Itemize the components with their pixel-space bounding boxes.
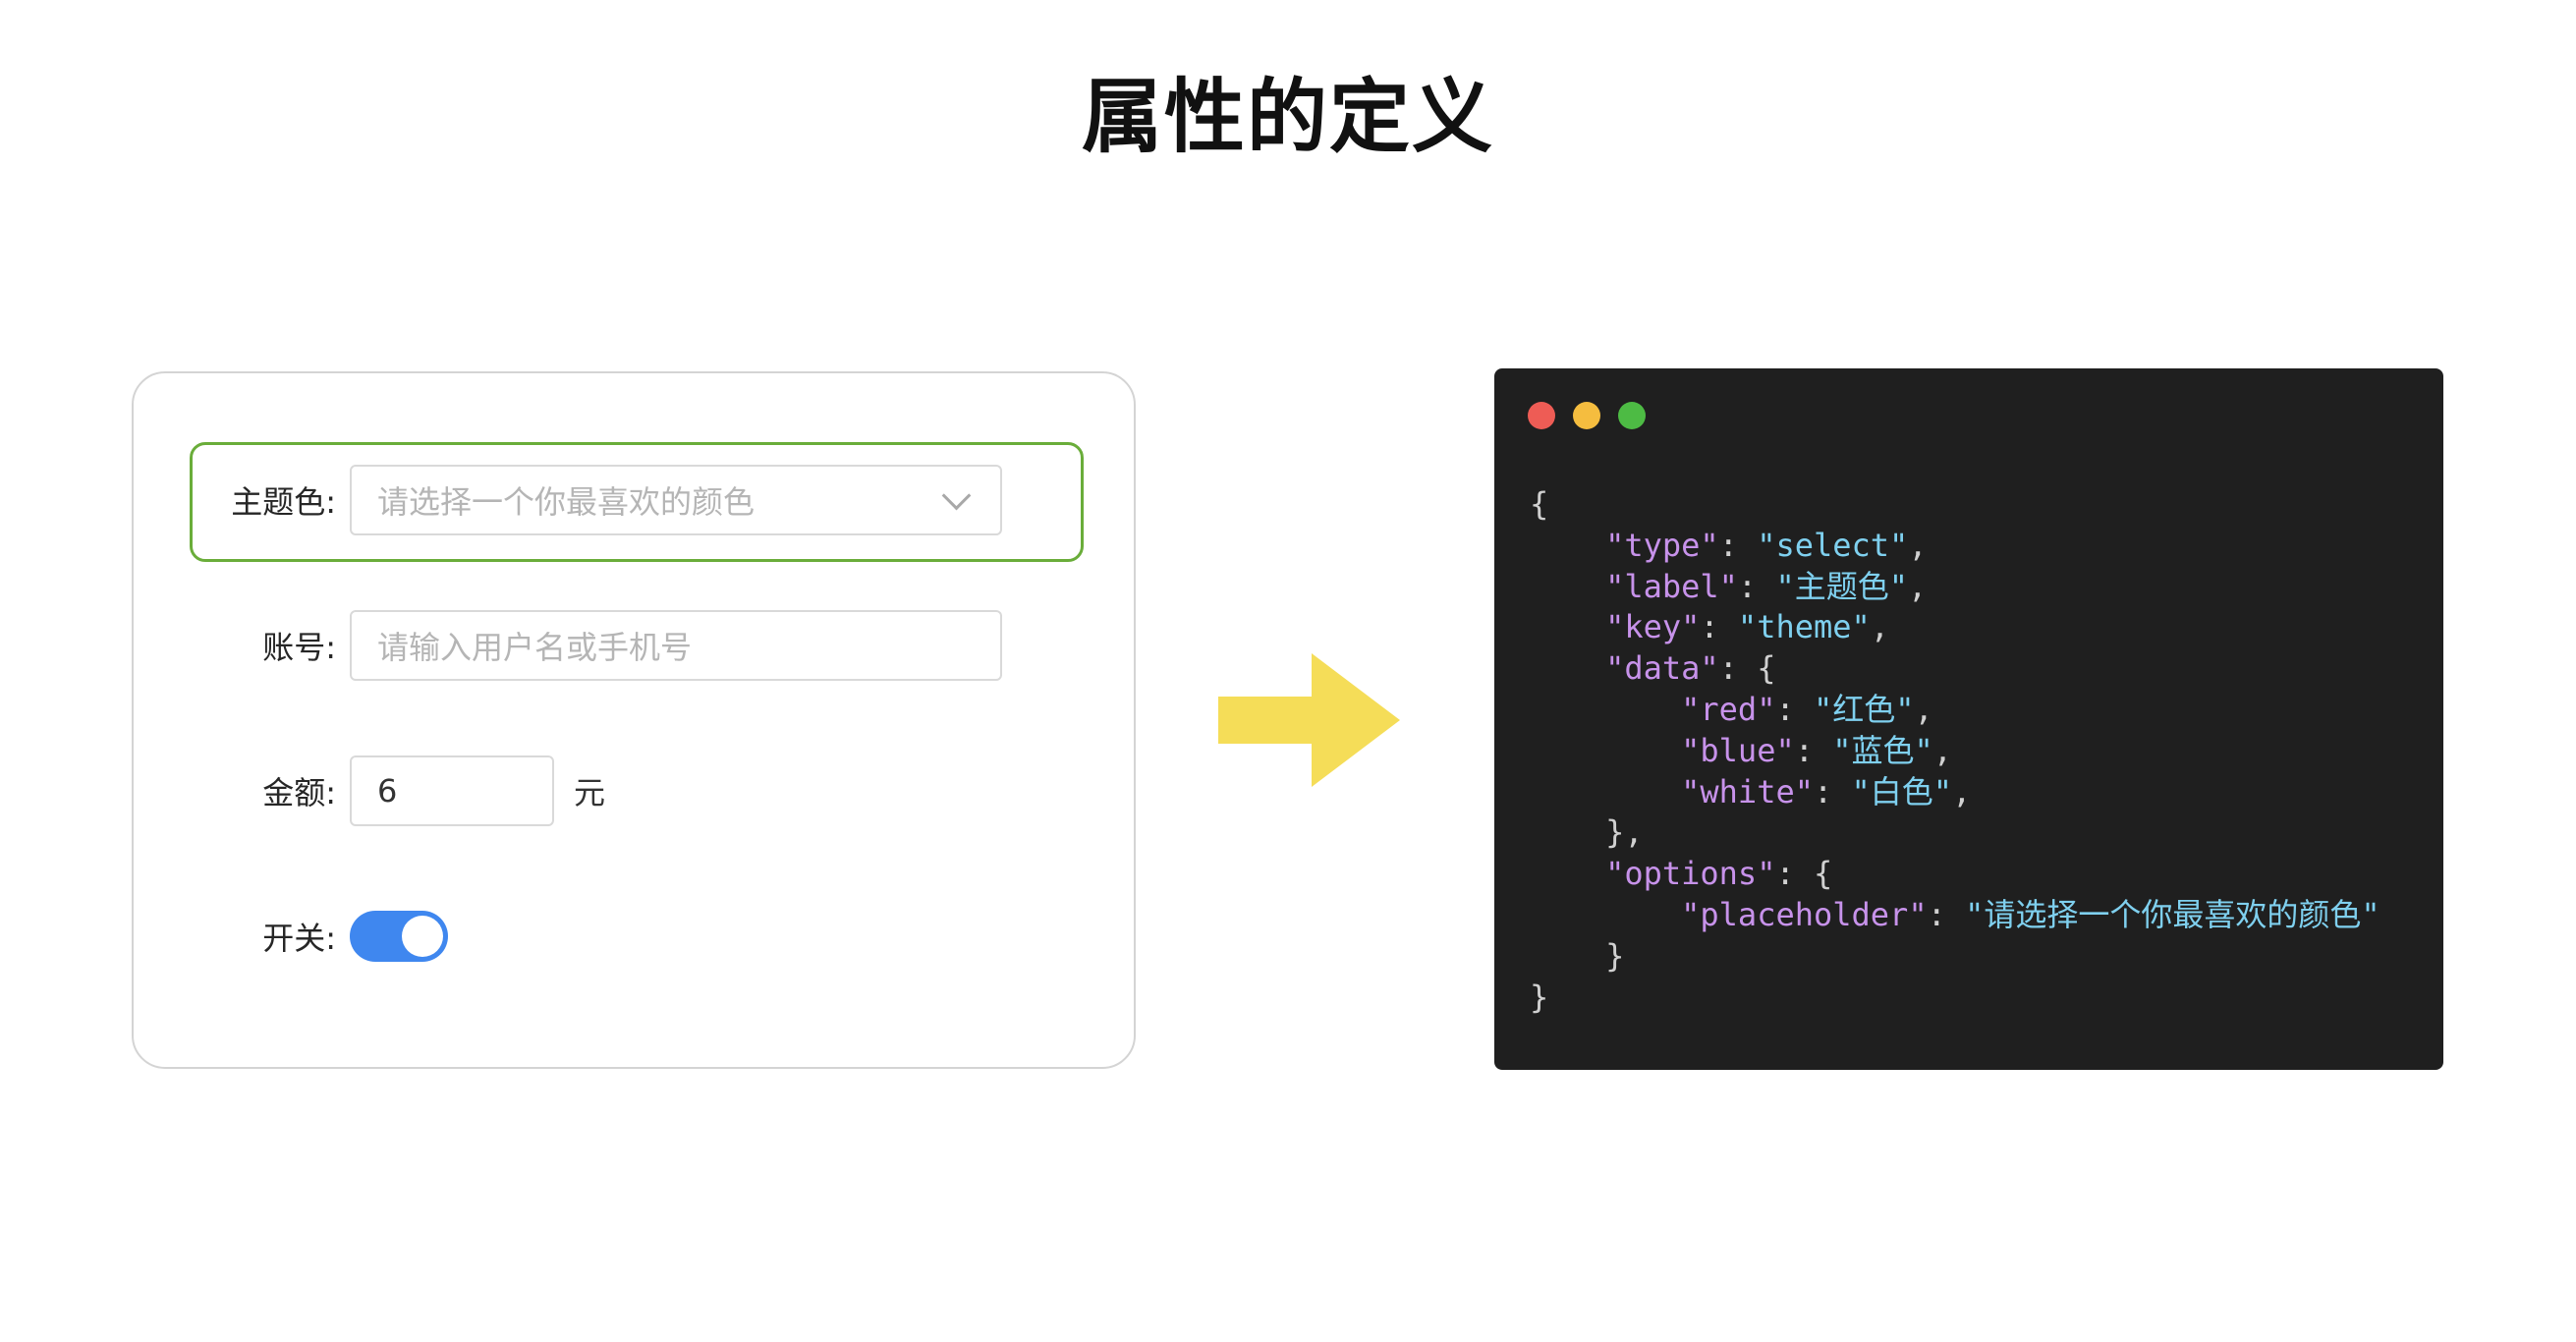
code-string: "请选择一个你最喜欢的颜色" [1965,895,2380,933]
code-string: "主题色" [1775,567,1908,605]
highlight-box [190,442,1084,562]
window-controls [1528,402,1646,429]
amount-unit: 元 [574,774,606,811]
code-key: "red" [1681,690,1776,728]
code-string: "theme" [1737,608,1871,646]
code-key: "blue" [1681,731,1795,769]
close-dot-icon[interactable] [1528,402,1555,429]
page-title: 属性的定义 [1081,71,1494,164]
form-row-theme: 主题色: 请选择一个你最喜欢的颜色 [134,465,1002,535]
form-row-switch: 开关: [134,911,448,962]
code-string: "蓝色" [1832,731,1933,769]
code-brace: { [1530,485,1549,523]
chevron-down-icon[interactable] [941,480,972,510]
switch-knob [402,916,443,957]
code-string: "红色" [1813,690,1915,728]
code-key: "placeholder" [1681,895,1928,933]
form-row-account: 账号: 请输入用户名或手机号 [134,610,1002,681]
account-input-placeholder: 请输入用户名或手机号 [377,629,693,666]
code-key: "data" [1605,649,1719,688]
toggle-switch[interactable] [350,911,448,962]
theme-label: 主题色: [231,483,336,521]
arrow-right-icon [1218,653,1400,787]
code-string: "select" [1757,526,1909,564]
code-key: "type" [1605,526,1719,564]
code-block: { "type": "select", "label": "主题色", "key… [1530,485,2380,1016]
form-row-amount: 金额: 6 元 [134,755,605,826]
account-label: 账号: [262,629,336,666]
form-card: 主题色: 请选择一个你最喜欢的颜色 账号: 请输入用户名或手机号 金额: 6 元… [132,371,1136,1069]
theme-select[interactable]: 请选择一个你最喜欢的颜色 [350,465,1002,535]
account-input[interactable]: 请输入用户名或手机号 [350,610,1002,681]
code-window: { "type": "select", "label": "主题色", "key… [1494,368,2443,1070]
code-key: "label" [1605,567,1738,605]
theme-select-placeholder: 请选择一个你最喜欢的颜色 [377,483,756,521]
code-brace: } [1530,978,1549,1016]
code-string: "白色" [1851,772,1953,811]
code-key: "options" [1605,855,1776,893]
amount-input[interactable]: 6 [350,755,554,826]
maximize-dot-icon[interactable] [1618,402,1646,429]
code-key: "key" [1605,608,1701,646]
code-key: "white" [1681,772,1814,811]
switch-label: 开关: [262,920,336,957]
amount-label: 金额: [262,774,336,811]
minimize-dot-icon[interactable] [1573,402,1600,429]
amount-value: 6 [377,772,398,810]
